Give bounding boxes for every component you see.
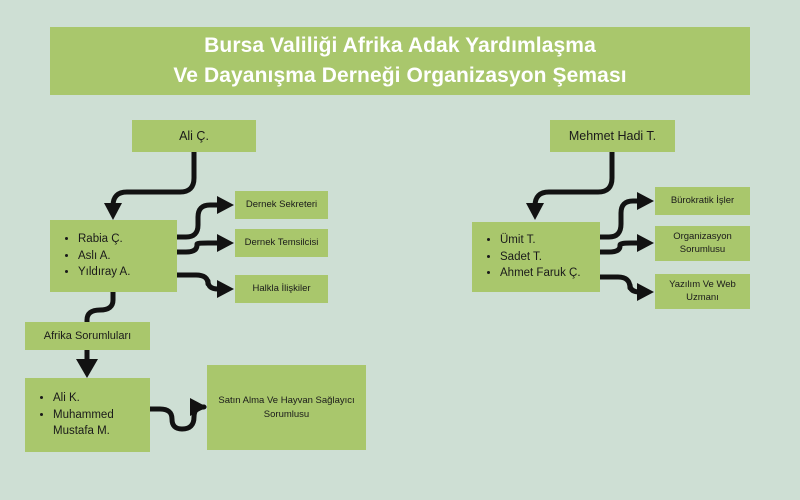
list-item: Ahmet Faruk Ç. [500, 265, 581, 282]
bottom-branch-members-box[interactable]: Ali K. Muhammed Mustafa M. [25, 378, 150, 452]
arrowhead-right-to-organizasyon [637, 234, 654, 252]
right-role-box-organizasyon-sorumlusu[interactable]: Organizasyon Sorumlusu [655, 226, 750, 261]
list-item-line-2: Mustafa M. [53, 425, 110, 438]
arrowhead-right-to-burokratik [637, 192, 654, 210]
left-role-label: Dernek Temsilcisi [244, 236, 319, 248]
satin-alma-label-line-2: Ve [266, 394, 279, 406]
satin-alma-label-line-3: Hayvan Sağlayıcı Sorumlusu [263, 394, 355, 420]
list-item: Rabia Ç. [78, 231, 130, 248]
connector-members-to-satinalma [150, 404, 207, 432]
left-role-box-dernek-sekreteri[interactable]: Dernek Sekreteri [235, 191, 328, 219]
arrowhead-left-to-sekreteri [217, 196, 234, 214]
left-branch-members-list: Rabia Ç. Aslı A. Yıldıray A. [60, 231, 130, 281]
right-branch-members-list: Ümit T. Sadet T. Ahmet Faruk Ç. [482, 232, 581, 282]
arrowhead-left-to-temsilcisi [217, 234, 234, 252]
connector-right-to-organizasyon [600, 240, 642, 255]
list-item: Sadet T. [500, 249, 581, 266]
right-role-label-line-1: Yazılım Ve Web [669, 279, 736, 290]
right-role-label-line-2: Uzmanı [686, 291, 719, 303]
right-branch-head-box[interactable]: Mehmet Hadi T. [550, 120, 675, 152]
right-role-label-line-1: Organizasyon [673, 231, 732, 242]
right-role-label-wrap: Organizasyon Sorumlusu [673, 231, 732, 256]
left-branch-members-box[interactable]: Rabia Ç. Aslı A. Yıldıray A. [50, 220, 177, 292]
list-item: Ali K. [53, 390, 114, 407]
connector-left-to-halkla [177, 272, 222, 292]
right-role-box-yazilim-ve-web-uzmani[interactable]: Yazılım Ve Web Uzmanı [655, 274, 750, 309]
chart-title-line-2: Ve Dayanışma Derneği Organizasyon Şeması [173, 64, 627, 87]
left-branch-head-label: Ali Ç. [179, 129, 209, 143]
list-item: Aslı A. [78, 248, 130, 265]
arrowhead-left-to-halkla [217, 280, 234, 298]
satin-alma-label-wrap: Satın Alma Ve Hayvan Sağlayıcı Sorumlusu [207, 394, 366, 422]
left-role-label: Halkla İlişkiler [252, 282, 311, 294]
afrika-sorumlulari-label: Afrika Sorumluları [43, 330, 132, 342]
left-branch-head-box[interactable]: Ali Ç. [132, 120, 256, 152]
arrowhead-members-to-satinalma [190, 398, 207, 416]
connector-left-head-to-members [110, 152, 197, 209]
connector-members-to-afrika [84, 292, 116, 323]
connector-left-to-temsilcisi [177, 240, 222, 255]
left-role-box-dernek-temsilcisi[interactable]: Dernek Temsilcisi [235, 229, 328, 257]
right-branch-members-box[interactable]: Ümit T. Sadet T. Ahmet Faruk Ç. [472, 222, 600, 292]
arrowhead-left-head-to-members [104, 203, 122, 220]
chart-title-line-1: Bursa Valiliği Afrika Adak Yardımlaşma [204, 34, 596, 57]
bottom-branch-members-list: Ali K. Muhammed Mustafa M. [35, 390, 114, 440]
connector-left-to-sekreteri [177, 202, 222, 240]
list-item: Yıldıray A. [78, 264, 130, 281]
list-item-line-1: Muhammed [53, 408, 114, 421]
connector-right-to-yazilim [600, 274, 643, 295]
right-branch-head-label: Mehmet Hadi T. [568, 129, 657, 143]
afrika-sorumlulari-box[interactable]: Afrika Sorumluları [25, 322, 150, 350]
arrowhead-afrika-to-members [76, 359, 98, 378]
connector-right-to-burokratik [600, 198, 642, 240]
arrowhead-right-head-to-members [526, 203, 544, 220]
connector-right-head-to-members [532, 152, 615, 209]
right-role-label-line-2: Sorumlusu [679, 243, 726, 255]
right-role-label-wrap: Yazılım Ve Web Uzmanı [669, 279, 736, 304]
list-item: Muhammed Mustafa M. [53, 407, 114, 440]
right-role-box-burokratik-isler[interactable]: Bürokratik İşler [655, 187, 750, 215]
arrowhead-right-to-yazilim [637, 283, 654, 301]
satin-alma-sorumlusu-box[interactable]: Satın Alma Ve Hayvan Sağlayıcı Sorumlusu [207, 365, 366, 450]
left-role-box-halkla-iliskiler[interactable]: Halkla İlişkiler [235, 275, 328, 303]
satin-alma-label-line-1: Satın Alma [218, 394, 265, 406]
chart-title-banner: Bursa Valiliği Afrika Adak Yardımlaşma V… [50, 27, 750, 95]
right-role-label-wrap: Bürokratik İşler [671, 195, 734, 208]
right-role-label: Bürokratik İşler [670, 194, 735, 206]
list-item: Ümit T. [500, 232, 581, 249]
left-role-label: Dernek Sekreteri [245, 198, 318, 210]
